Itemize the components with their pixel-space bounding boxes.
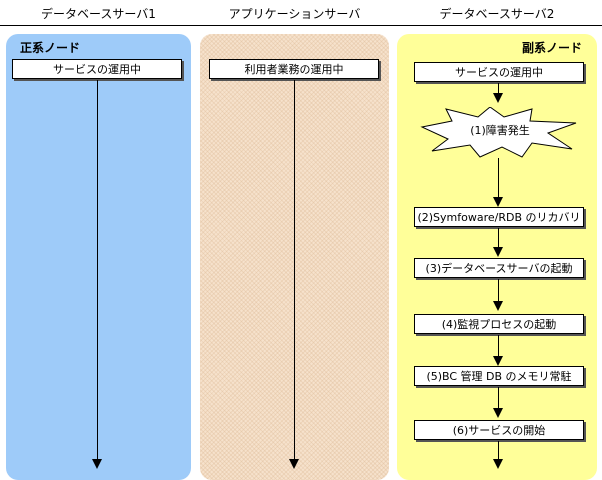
connector-line (498, 335, 499, 356)
primary-node-label: 正系ノード (20, 41, 81, 55)
connector-line (498, 228, 499, 247)
step-2-recovery-box: (2)Symfoware/RDB のリカバリ (414, 207, 584, 227)
failure-label: (1)障害発生 (470, 124, 530, 137)
step-4-monitor-process-start-box: (4)監視プロセスの起動 (414, 314, 584, 334)
primary-service-running-box: サービスの運用中 (12, 59, 182, 79)
connector-line (498, 279, 499, 301)
header-db-server-1: データベースサーバ1 (41, 7, 156, 21)
connector-arrowhead (493, 408, 503, 418)
secondary-node-panel (397, 34, 597, 480)
connector-arrowhead (493, 301, 503, 311)
primary-node-panel (6, 34, 191, 480)
app-timeline-arrowhead (289, 459, 299, 469)
secondary-timeline-arrowhead (493, 459, 503, 469)
connector-arrowhead (493, 197, 503, 207)
step-5-bc-management-db-box: (5)BC 管理 DB のメモリ常駐 (414, 366, 584, 386)
step-3-db-server-start-box: (3)データベースサーバの起動 (414, 258, 584, 278)
connector-arrowhead (493, 247, 503, 257)
header-db-server-2: データベースサーバ2 (439, 7, 555, 21)
header-divider (0, 25, 602, 26)
connector-line (498, 83, 499, 93)
connector-line (498, 158, 499, 197)
secondary-node-label: 副系ノード (522, 41, 583, 55)
connector-line (498, 387, 499, 408)
primary-timeline-arrowhead (92, 459, 102, 469)
primary-timeline-line (97, 80, 98, 459)
secondary-timeline-line (498, 441, 499, 459)
step-6-service-start-box: (6)サービスの開始 (414, 420, 584, 440)
failure-starburst-icon (420, 107, 577, 158)
header-app-server: アプリケーションサーバ (228, 7, 361, 21)
connector-arrowhead (493, 356, 503, 366)
app-business-running-box: 利用者業務の運用中 (209, 59, 379, 79)
connector-arrowhead (493, 93, 503, 103)
app-timeline-line (294, 80, 295, 459)
secondary-service-running-box: サービスの運用中 (414, 62, 584, 82)
